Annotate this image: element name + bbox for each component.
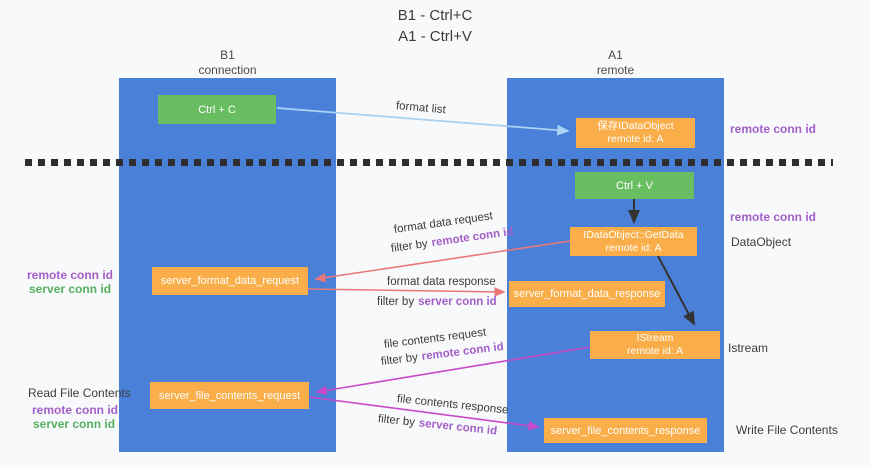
left-remote-conn-id: remote conn id bbox=[27, 268, 114, 282]
left-server-conn-id: server conn id bbox=[29, 282, 112, 296]
right-column-subtitle: remote bbox=[596, 63, 635, 77]
node-server-file-contents-response: server_file_contents_response bbox=[544, 418, 707, 443]
server-format-data-response-label: server_format_data_response bbox=[513, 288, 661, 300]
file-contents-request-arrow bbox=[315, 346, 591, 396]
left-column-subtitle: connection bbox=[198, 63, 257, 77]
right-column-header: A1 remote bbox=[507, 48, 724, 78]
node-server-format-data-request: server_format_data_request bbox=[152, 267, 308, 295]
node-ctrl-c: Ctrl + C bbox=[158, 95, 276, 124]
right-remote-conn-id-top: remote conn id bbox=[730, 122, 817, 136]
format-data-response-arrow bbox=[307, 287, 506, 297]
diagram-title: B1 - Ctrl+C A1 - Ctrl+V bbox=[300, 5, 570, 47]
server-conn-id-text: server conn id bbox=[418, 296, 497, 308]
node-save-idataobject: 保存IDataObject remote id: A bbox=[576, 118, 695, 148]
file-contents-response-arrow bbox=[308, 396, 540, 431]
getdata-line2: remote id: A bbox=[605, 241, 662, 254]
node-idataobject-getdata: IDataObject::GetData remote id: A bbox=[570, 227, 697, 256]
istream-line2: remote id: A bbox=[626, 345, 684, 357]
left-server-conn-id-2: server conn id bbox=[33, 417, 116, 431]
node-server-format-data-response: server_format_data_response bbox=[509, 281, 665, 307]
getdata-to-istream-arrow bbox=[657, 255, 695, 326]
left-column-name: B1 bbox=[220, 48, 235, 62]
ctrl-c-label: Ctrl + C bbox=[198, 103, 236, 116]
format-data-request-arrow bbox=[314, 240, 571, 283]
title-line-1: B1 - Ctrl+C bbox=[397, 7, 473, 24]
dashed-separator-line bbox=[25, 159, 833, 166]
format-list-arrow bbox=[276, 107, 570, 136]
left-read-file-contents-label: Read File Contents bbox=[28, 386, 131, 400]
server-file-contents-request-label: server_file_contents_request bbox=[158, 389, 301, 402]
node-istream: IStream remote id: A bbox=[590, 331, 720, 359]
istream-line1: IStream bbox=[636, 332, 674, 344]
right-column-name: A1 bbox=[608, 48, 623, 62]
ctrl-v-label: Ctrl + V bbox=[616, 179, 653, 192]
right-remote-conn-id-mid: remote conn id bbox=[730, 210, 817, 224]
getdata-line1: IDataObject::GetData bbox=[583, 228, 684, 241]
title-line-2: A1 - Ctrl+V bbox=[398, 28, 472, 45]
server-format-data-request-label: server_format_data_request bbox=[160, 275, 300, 287]
left-column-header: B1 connection bbox=[119, 48, 336, 78]
right-dataobject-label: DataObject bbox=[731, 235, 792, 249]
server-file-contents-response-label: server_file_contents_response bbox=[550, 424, 701, 437]
node-server-file-contents-request: server_file_contents_request bbox=[150, 382, 309, 409]
node-ctrl-v: Ctrl + V bbox=[575, 172, 694, 199]
filter-by-text: filter by bbox=[377, 296, 415, 308]
save-idataobject-line2: remote id: A bbox=[607, 133, 664, 145]
format-data-response-annotation: format data response bbox=[387, 276, 496, 288]
save-idataobject-line1: 保存IDataObject bbox=[597, 120, 674, 132]
left-remote-conn-id-2: remote conn id bbox=[32, 403, 119, 417]
right-istream-label: Istream bbox=[728, 341, 769, 355]
right-write-file-contents-label: Write File Contents bbox=[736, 423, 838, 437]
